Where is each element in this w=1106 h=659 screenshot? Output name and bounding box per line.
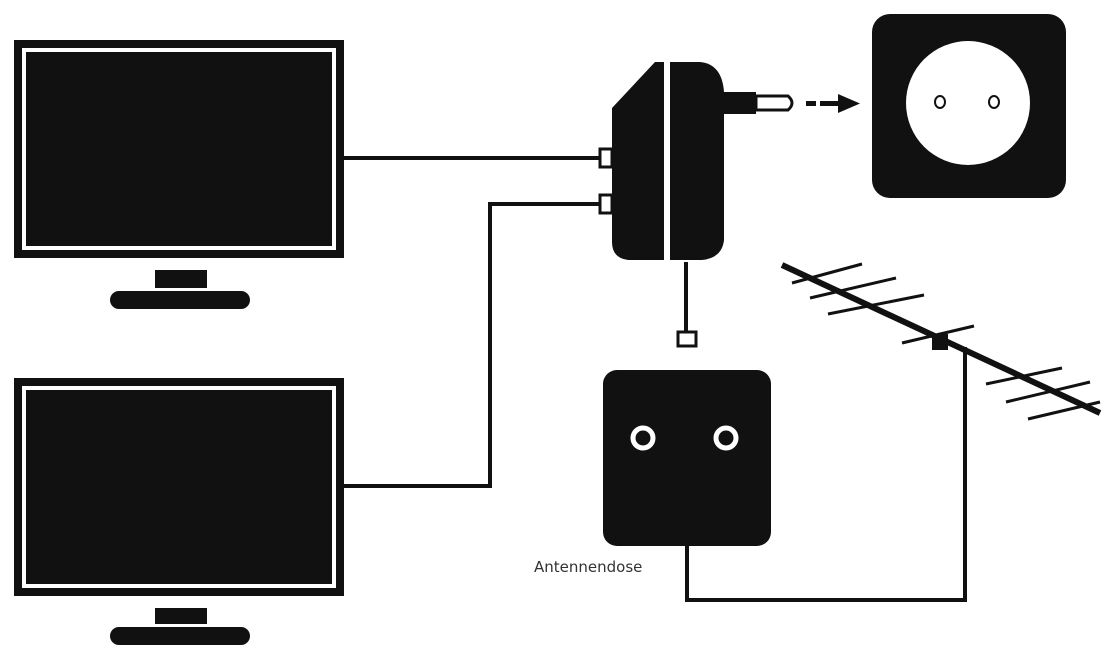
cable-socket-to-antenna [685,347,967,602]
adapter-plug-pin [754,94,794,112]
coax-port-left-ring [630,425,656,451]
antenna-element-3 [827,293,925,316]
antenna-element-1 [791,262,863,285]
antenna-element-6 [1005,380,1091,404]
antenna-element-5 [985,366,1063,386]
tv-bottom-bezel-line [22,386,336,588]
arrow-dash-2 [820,101,838,106]
cables [344,156,967,602]
adapter-plug-base [722,92,756,114]
antenna-wall-socket: Antennendose [534,370,771,576]
outlet-hole-left [934,95,946,109]
adapter-port-top [598,147,614,169]
tv-top-bezel-line [22,48,336,250]
television-bottom [14,378,344,645]
tv-bottom-neck [155,608,207,624]
coax-port-right-ring [713,425,739,451]
tv-bottom-stand [110,627,250,645]
cable-tv-bottom-to-adapter [344,202,600,488]
antenna-connector-box [932,334,948,350]
antenna-socket-label: Antennendose [534,558,642,576]
antenna-element-7 [1027,400,1101,421]
plug-in-arrow [806,94,860,113]
television-top [14,40,344,309]
tv-top-frame [14,40,344,258]
tv-bottom-frame [14,378,344,596]
adapter-bottom-connector [676,330,698,348]
outlet-face [906,41,1030,165]
antenna-element-2 [809,276,897,300]
arrow-head [838,94,860,113]
wall-power-outlet [872,14,1066,198]
tv-top-neck [155,270,207,288]
antenna-socket-plate [603,370,771,546]
yagi-antenna [780,262,1102,421]
outlet-hole-right [988,95,1000,109]
adapter-body-right [670,62,724,260]
adapter-port-bottom [598,193,614,215]
arrow-dash-1 [806,101,816,106]
adapter-body-left [612,62,664,260]
tv-top-stand [110,291,250,309]
splitter-power-adapter [598,62,794,348]
